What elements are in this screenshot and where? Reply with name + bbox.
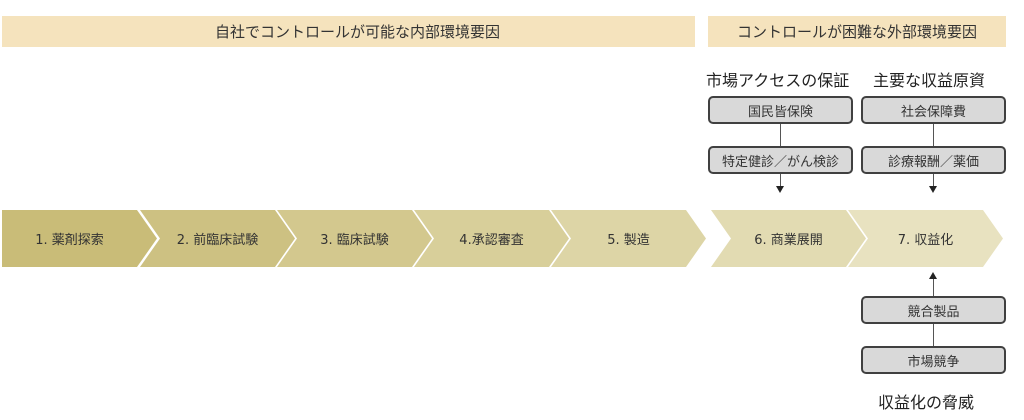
- connector-line: [780, 174, 781, 186]
- process-step-chevron: [711, 210, 866, 267]
- drug-price-box: 診療報酬／薬価: [861, 146, 1006, 174]
- social-security-label: 社会保障費: [900, 104, 966, 120]
- connector-line: [933, 174, 934, 186]
- process-step-chevron: [2, 210, 157, 267]
- social-security-box: 社会保障費: [861, 96, 1006, 124]
- connector-line: [933, 124, 934, 146]
- process-step-label: 7. 収益化: [897, 233, 954, 248]
- process-step-chevron: [414, 210, 569, 267]
- competing-products-box: 競合製品: [861, 296, 1006, 324]
- process-step-label: 3. 臨床試験: [320, 233, 389, 248]
- process-step-label: 4.承認審査: [459, 233, 524, 248]
- market-competition-box: 市場競争: [861, 346, 1006, 374]
- connector-line: [933, 324, 934, 346]
- revenue-threat-heading: 収益化の脅威: [878, 393, 975, 412]
- process-step-chevron: [551, 210, 706, 267]
- connector-line: [780, 124, 781, 146]
- competing-products-label: 競合製品: [907, 304, 960, 320]
- health-checkup-box: 特定健診／がん検診: [708, 146, 853, 174]
- market-access-heading: 市場アクセスの保証: [706, 71, 850, 90]
- external-factors-banner: コントロールが困難な外部環境要因: [708, 16, 1006, 47]
- internal-factors-banner: 自社でコントロールが可能な内部環境要因: [2, 16, 695, 47]
- universal-insurance-box: 国民皆保険: [708, 96, 853, 124]
- process-step-chevron: [277, 210, 432, 267]
- process-step-chevron: [848, 210, 1003, 267]
- arrow-down-icon: [776, 186, 784, 193]
- market-competition-label: 市場競争: [907, 354, 960, 370]
- arrow-up-icon: [929, 272, 937, 279]
- internal-factors-label: 自社でコントロールが可能な内部環境要因: [214, 23, 500, 41]
- health-checkup-label: 特定健診／がん検診: [721, 154, 839, 170]
- universal-insurance-label: 国民皆保険: [747, 104, 813, 120]
- drug-price-label: 診療報酬／薬価: [887, 154, 979, 170]
- process-step-label: 2. 前臨床試験: [176, 233, 259, 248]
- process-step-chevron: [140, 210, 295, 267]
- process-step-label: 6. 商業展開: [754, 233, 823, 248]
- process-step-label: 1. 薬剤探索: [35, 233, 104, 248]
- process-step-label: 5. 製造: [607, 233, 650, 248]
- revenue-source-heading: 主要な収益原資: [873, 71, 986, 90]
- arrow-down-icon: [929, 186, 937, 193]
- connector-line: [933, 279, 934, 296]
- external-factors-label: コントロールが困難な外部環境要因: [736, 23, 977, 41]
